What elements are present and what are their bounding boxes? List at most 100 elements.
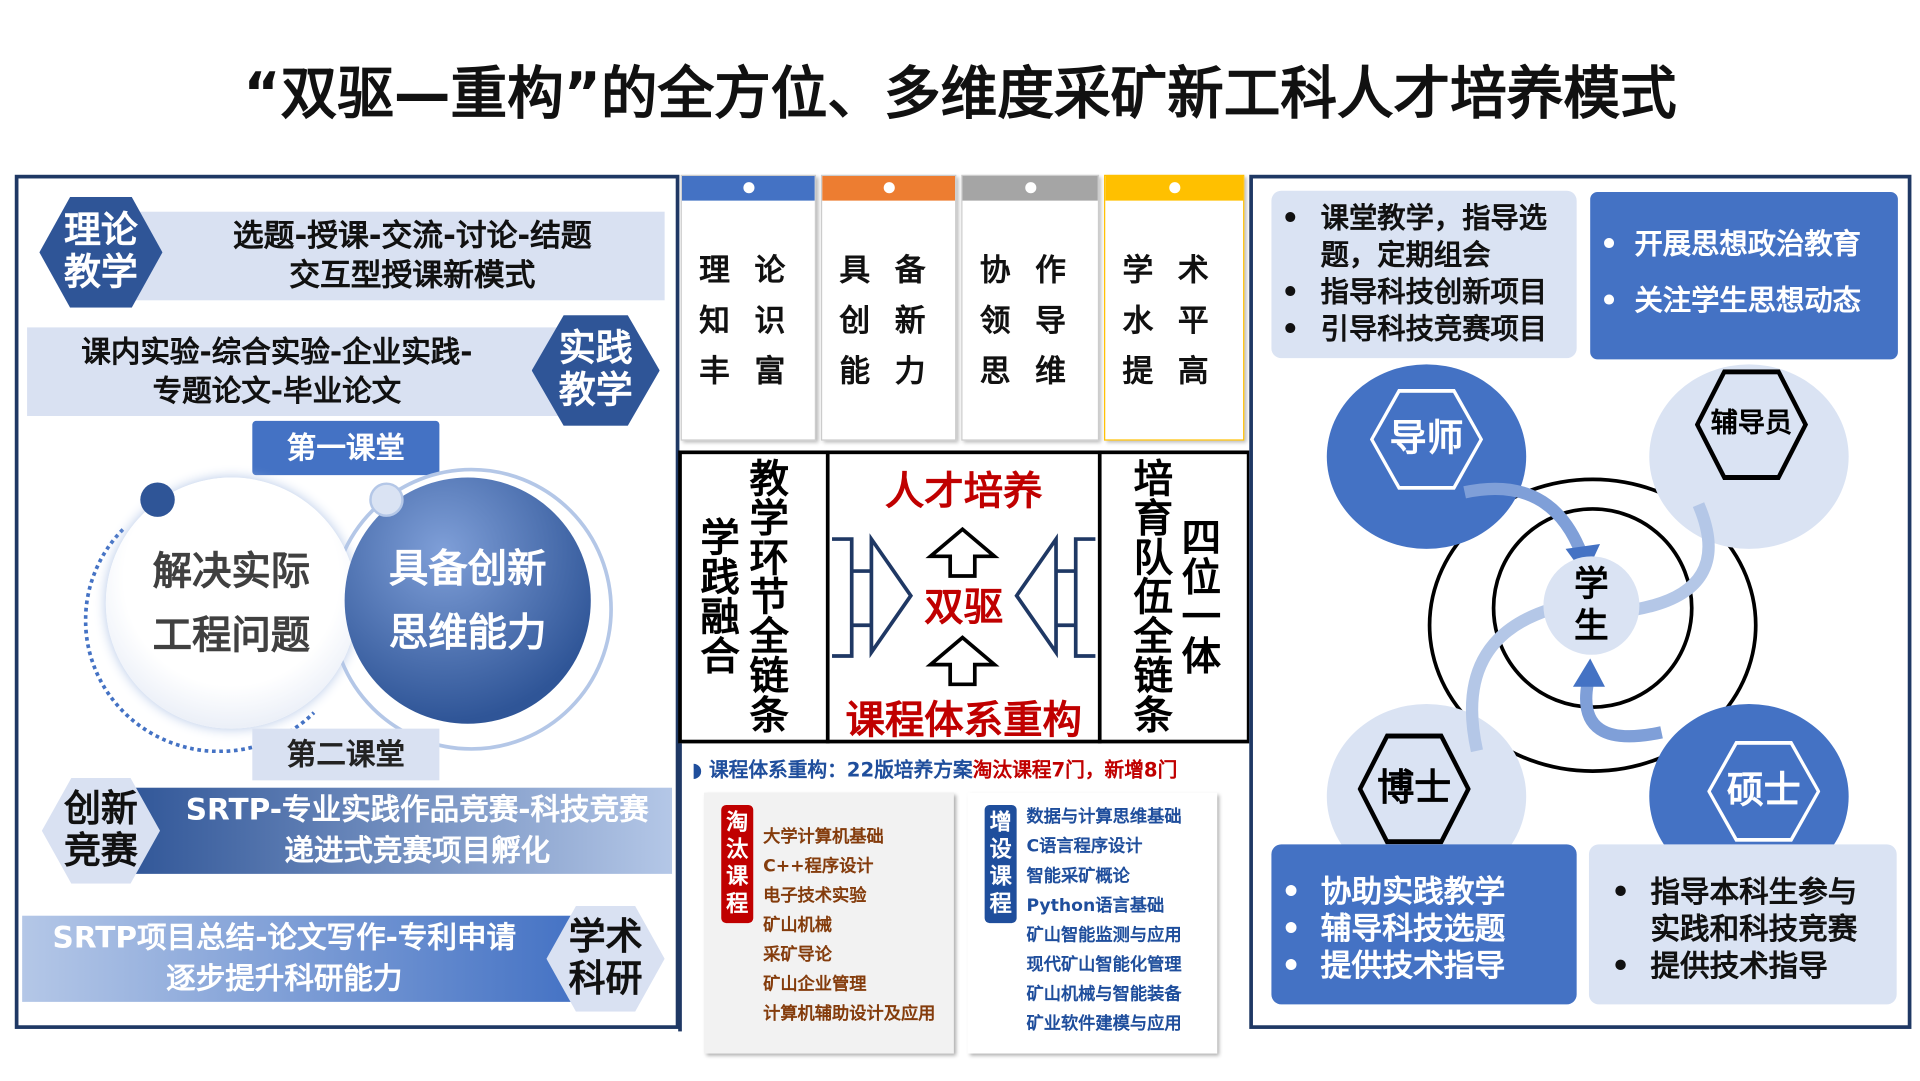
text-item: 知识 <box>699 302 810 339</box>
arrow-from-mentor-icon <box>1463 482 1588 557</box>
removed-list: 大学计算机基础 C++程序设计电子技术实验矿山机械采矿导论矿山企业管理计算机辅助设… <box>763 822 935 1029</box>
theory-text-1: 选题-授课-交流-讨论-结题 <box>232 217 592 254</box>
circle-innovation: 具备创新思维能力 <box>344 477 591 724</box>
card-theory: 理论知识丰富 <box>680 174 817 441</box>
card-leadership: 协作领导思维 <box>961 174 1100 441</box>
talent-cultivation: 人才培养 <box>884 467 1043 515</box>
first-class-label: 第一课堂 <box>252 420 440 476</box>
mentor-label: 导师 <box>1373 392 1480 487</box>
text-item: 数据与计算思维基础 <box>1026 807 1182 828</box>
left-inner-text: 教学环节全链条 <box>743 457 791 734</box>
innovation-band: SRTP-专业实践作品竞赛-科技竞赛 递进式竞赛项目孵化 <box>123 787 673 874</box>
up-arrow-icon <box>925 526 1000 578</box>
flow-arrows <box>1463 482 1715 753</box>
left-arrow-icon <box>1014 533 1096 659</box>
removed-courses-card: 淘汰课程 大学计算机基础 C++程序设计电子技术实验矿山机械采矿导论矿山企业管理计… <box>704 792 954 1054</box>
outer-orbit <box>1427 477 1758 773</box>
practice-text-1: 课内实验-综合实验-企业实践- <box>81 334 473 370</box>
practice-band: 课内实验-综合实验-企业实践- 专题论文-毕业论文 <box>27 327 618 417</box>
course-heading: ◗ 课程体系重构：22版培养方案淘汰课程7门，新增8门 <box>692 753 1178 783</box>
counselor-hex-border: 辅导员 <box>1694 369 1809 481</box>
arrow-from-counselor-icon <box>1635 502 1715 616</box>
arrow-from-master-icon <box>1580 681 1663 743</box>
student-cloud: 学生 <box>1543 556 1640 655</box>
dotted-ring <box>83 487 355 754</box>
counselor-duties-box: 开展思想政治教育关注学生思想动态 <box>1590 192 1898 360</box>
divider-left <box>825 450 830 744</box>
text-item: 学术 <box>1122 252 1234 289</box>
up-arrow-icon <box>925 635 1000 687</box>
card-innovation: 具备创新能力 <box>820 174 957 441</box>
page-title: “双驱—重构”的全方位、多维度采矿新工科人才培养模式 <box>243 60 1677 127</box>
text-item: 提供技术指导 <box>1271 948 1576 985</box>
research-text-2: 逐步提升科研能力 <box>166 961 403 996</box>
right-outer-text: 四位一体 <box>1175 516 1223 675</box>
master-hex-border: 硕士 <box>1707 740 1821 842</box>
text-item: 水平 <box>1122 302 1234 339</box>
text-item: 计算机辅助设计及应用 <box>763 1004 936 1025</box>
text-item: 矿业软件建模与应用 <box>1026 1014 1182 1034</box>
counselor-label: 辅导员 <box>1699 374 1804 476</box>
arrows-graphic <box>832 526 1096 687</box>
text-item: 丰富 <box>699 353 810 389</box>
speaker-icon: ◗ <box>691 758 709 782</box>
text-item: 能力 <box>839 353 951 389</box>
text-item: 矿山智能监测与应用 <box>1026 925 1182 946</box>
right-arrow-icon <box>832 533 914 659</box>
second-class-label: 第二课堂 <box>252 728 440 781</box>
divider-right <box>1097 450 1102 744</box>
dot-dark <box>140 482 175 517</box>
text-item: 现代矿山智能化管理 <box>1026 955 1182 975</box>
text-item: 辅导科技选题 <box>1271 911 1576 948</box>
dual-drive: 双驱 <box>924 583 1004 631</box>
text-item: 电子技术实验 <box>763 886 867 906</box>
text-item: 提高 <box>1122 353 1234 389</box>
phd-duties-box: 协助实践教学辅导科技选题提供技术指导 <box>1271 844 1577 1005</box>
text-item: 创新 <box>839 302 951 339</box>
text-item: C++程序设计 <box>763 856 874 877</box>
text-item: 矿山企业管理 <box>763 974 867 995</box>
text-item: 矿山机械 <box>763 915 833 936</box>
practice-text-2: 专题论文-毕业论文 <box>152 374 402 409</box>
text-item: 领导 <box>979 302 1091 339</box>
course-heading-red: 淘汰课程7门，新增8门 <box>972 758 1178 782</box>
innovation-text-2: 递进式竞赛项目孵化 <box>284 833 551 868</box>
circle-left-line1: 解决实际 <box>152 547 311 595</box>
text-item: 开展思想政治教育 <box>1590 217 1898 274</box>
research-band: SRTP项目总结-论文写作-专利申请 逐步提升科研能力 <box>22 915 579 1002</box>
circle-engineering: 解决实际工程问题 <box>105 477 357 729</box>
text-item: 采矿导论 <box>763 945 833 965</box>
removed-tag: 淘汰课程 <box>721 804 754 924</box>
theory-text-2: 交互型授课新模式 <box>289 257 536 293</box>
course-heading-blue: 课程体系重构：22版培养方案 <box>708 758 973 782</box>
text-item: 协作 <box>979 252 1091 289</box>
text-item: 指导科技创新项目 <box>1271 274 1569 311</box>
text-item: 矿山机械与智能装备 <box>1026 984 1182 1005</box>
text-item: 思维 <box>979 353 1091 389</box>
added-tag: 增设课程 <box>984 804 1017 924</box>
card-academic: 学术水平提高 <box>1104 174 1245 441</box>
text-item: 协助实践教学 <box>1271 874 1576 911</box>
circle-right-line1: 具备创新 <box>388 545 547 593</box>
text-item: 指导本科生参与实践和科技竞赛 <box>1601 874 1879 948</box>
circle-right-line2: 思维能力 <box>388 609 547 657</box>
text-item: 提供技术指导 <box>1601 948 1879 985</box>
circle-left-line2: 工程问题 <box>152 611 311 659</box>
text-item: 课堂教学，指导选题，定期组会 <box>1271 201 1569 275</box>
left-outer-text: 学践融合 <box>694 516 741 675</box>
research-text-1: SRTP项目总结-论文写作-专利申请 <box>52 920 517 956</box>
phd-hex-border: 博士 <box>1357 733 1471 845</box>
text-item: 大学计算机基础 <box>763 827 884 847</box>
text-item: 具备 <box>839 252 951 289</box>
mentor-duties-box: 课堂教学，指导选题，定期组会指导科技创新项目引导科技竞赛项目 <box>1271 190 1577 359</box>
text-item: 智能采矿概论 <box>1026 866 1130 887</box>
course-border <box>678 743 682 1032</box>
text-item: 理论 <box>699 252 810 289</box>
text-item: 引导科技竞赛项目 <box>1271 311 1569 348</box>
master-duties-box: 指导本科生参与实践和科技竞赛提供技术指导 <box>1588 844 1897 1005</box>
text-item: 关注学生思想动态 <box>1590 273 1898 330</box>
dot-light <box>369 482 404 517</box>
arrow-from-phd-icon <box>1465 603 1553 753</box>
innovation-text-1: SRTP-专业实践作品竞赛-科技竞赛 <box>185 792 649 828</box>
